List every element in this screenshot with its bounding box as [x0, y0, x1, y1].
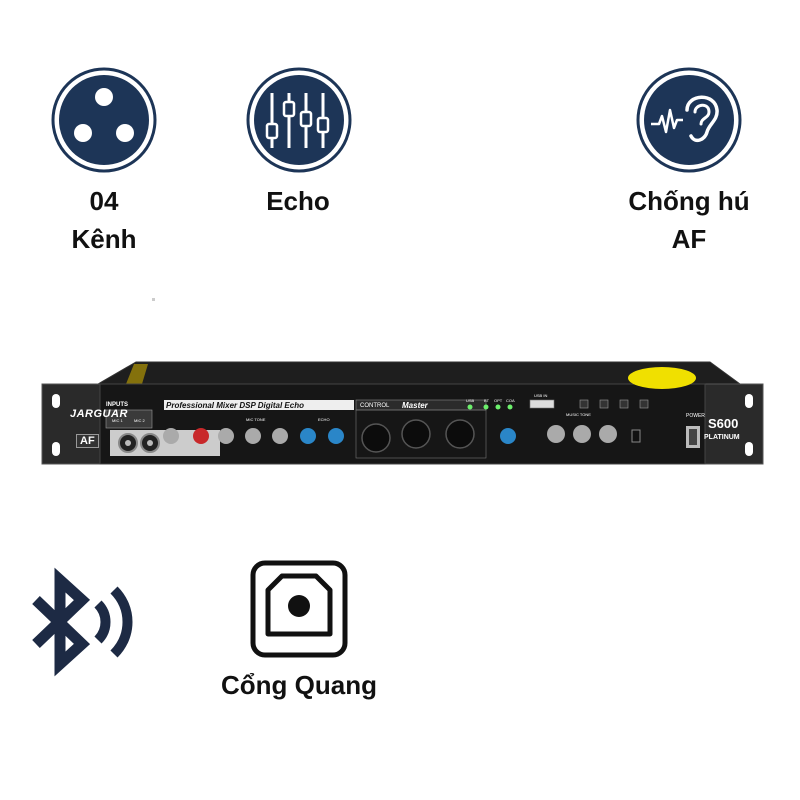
mic2-label: MIC 2 [134, 418, 145, 423]
edition-label: PLATINUM [704, 434, 740, 441]
usb-port-label: USB IN [534, 393, 548, 398]
mic1-label: MIC 1 [112, 418, 123, 423]
mic-tone-label: MIC TONE [246, 417, 266, 422]
opt-led-label: OPT [494, 398, 503, 403]
equalizer-sliders-icon [246, 67, 352, 173]
feedback-af: AF [671, 224, 707, 254]
feature-feedback-label: Chống hú AF [600, 182, 778, 258]
speck [152, 298, 155, 301]
channels-count: 04 [89, 186, 119, 216]
control-label: CONTROL [360, 403, 390, 409]
echo-section-label: ECHO [318, 417, 330, 422]
master-label: Master [402, 401, 428, 410]
channels-text: Kênh [71, 224, 137, 254]
feature-channels-label: 04 Kênh [30, 182, 178, 258]
device-brand-badge: AF [76, 434, 99, 448]
optical-port-icon [250, 560, 348, 658]
music-tone-label: MUSIC TONE [566, 412, 591, 417]
model-label: S600 [708, 416, 739, 431]
power-label: POWER [686, 413, 705, 419]
ear-sound-icon [636, 67, 742, 173]
coa-led-label: COA [506, 398, 515, 403]
xlr-connector-icon [51, 67, 157, 173]
device-brand: JARGUAR [70, 408, 128, 420]
usb-led-label: USB [466, 398, 475, 403]
bt-led-label: BT [484, 398, 490, 403]
bluetooth-icon [32, 567, 133, 677]
panel-header-title: Professional Mixer DSP Digital Echo [166, 401, 304, 410]
feature-optical-label: Cổng Quang [221, 670, 377, 700]
feedback-text: Chống hú [628, 186, 750, 216]
feature-echo-label: Echo [266, 186, 330, 216]
inputs-label: INPUTS [106, 402, 129, 408]
mixer-device [41, 361, 764, 465]
